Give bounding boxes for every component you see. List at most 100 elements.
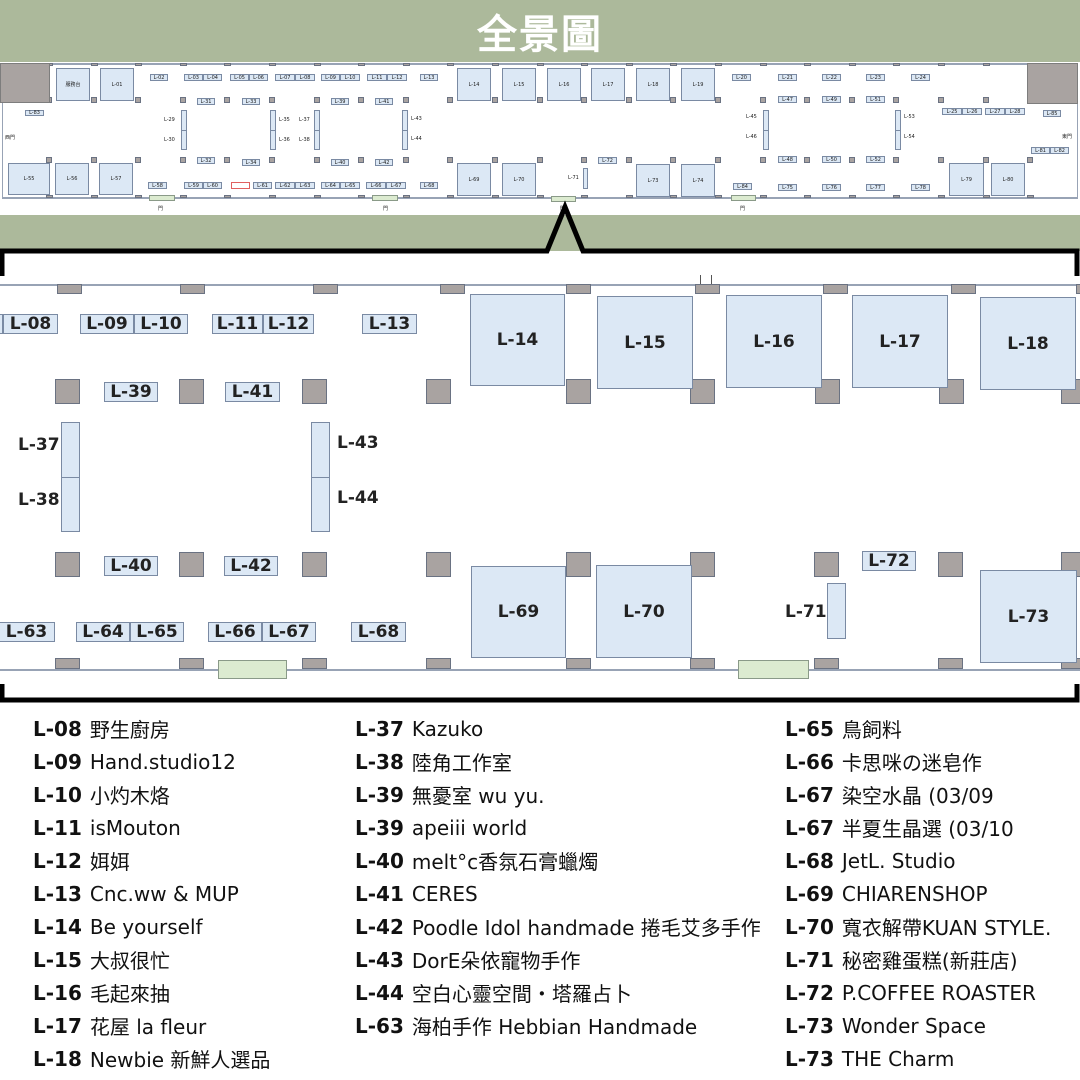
booth-l-78[interactable]: L-78 [911,184,930,191]
booth-l-49[interactable]: L-49 [822,96,841,103]
booth-l-75[interactable]: L-75 [778,184,797,191]
booth-l-71[interactable] [827,583,846,639]
booth-l-69[interactable]: L-69 [457,163,491,196]
booth-l-06[interactable]: L-06 [249,74,268,81]
booth-l-84[interactable]: L-84 [733,183,752,190]
booth-l-15[interactable]: L-15 [597,296,693,389]
booth-l-76[interactable]: L-76 [822,184,841,191]
booth-l-12[interactable]: L-12 [263,314,314,334]
booth-l-52[interactable]: L-52 [866,156,885,163]
booth-l-11[interactable]: L-11 [212,314,263,334]
booth-l-08[interactable]: L-08 [3,314,58,334]
booth-l-24[interactable]: L-24 [911,74,930,81]
booth-vertical-strip[interactable] [311,422,330,532]
booth-l-32[interactable]: L-32 [197,157,215,164]
booth-l-28[interactable]: L-28 [1005,108,1025,115]
booth-l-18[interactable]: L-18 [636,68,670,101]
booth-l-20[interactable]: L-20 [732,74,751,81]
booth-l-50[interactable]: L-50 [822,156,841,163]
booth-l-67[interactable]: L-67 [386,182,406,189]
booth-vertical-strip[interactable] [583,168,588,189]
booth-l-42[interactable]: L-42 [224,556,278,576]
booth-l-22[interactable]: L-22 [822,74,841,81]
booth-l-04[interactable]: L-04 [203,74,222,81]
booth-l-77[interactable]: L-77 [866,184,885,191]
booth-l-18[interactable]: L-18 [980,297,1076,390]
booth-l-07[interactable]: L-07 [275,74,295,81]
booth-l-62[interactable]: L-62 [275,182,295,189]
booth-l-64[interactable]: L-64 [321,182,340,189]
booth-l-21[interactable]: L-21 [778,74,797,81]
booth-l-72[interactable]: L-72 [862,551,916,571]
booth-l-81[interactable]: L-81 [1031,147,1050,154]
booth-l-09[interactable]: L-09 [321,74,340,81]
booth-l-51[interactable]: L-51 [866,96,885,103]
booth-l-57[interactable]: L-57 [99,163,133,195]
booth-l-27[interactable]: L-27 [985,108,1005,115]
booth-l-69[interactable]: L-69 [471,566,566,658]
booth-vertical-strip[interactable] [61,422,80,532]
service-desk[interactable]: 服務台 [56,68,90,101]
booth-l-02[interactable]: L-02 [150,74,168,81]
booth-l-80[interactable]: L-80 [991,163,1025,196]
booth-l-25[interactable]: L-25 [942,108,962,115]
booth-l-68[interactable]: L-68 [420,182,438,189]
booth-l-56[interactable]: L-56 [55,163,89,195]
booth-l-42[interactable]: L-42 [375,159,393,166]
booth-l-55[interactable]: L-55 [8,163,50,195]
booth-l-40[interactable]: L-40 [331,159,349,166]
booth-l-82[interactable]: L-82 [1050,147,1069,154]
booth-l-33[interactable]: L-33 [242,98,260,105]
booth-l-63[interactable]: L-63 [0,622,55,642]
booth-l-70[interactable]: L-70 [596,565,692,658]
booth-l-70[interactable]: L-70 [502,163,536,196]
booth-l-12[interactable]: L-12 [387,74,407,81]
booth-l-08[interactable]: L-08 [295,74,315,81]
booth-l-19[interactable]: L-19 [681,68,715,101]
booth-l-73[interactable]: L-73 [636,164,670,197]
booth-l-48[interactable]: L-48 [778,156,797,163]
booth-l-60[interactable]: L-60 [203,182,222,189]
booth-l-15[interactable]: L-15 [502,68,536,101]
booth-l-34[interactable]: L-34 [242,159,260,166]
booth-l-59[interactable]: L-59 [184,182,203,189]
booth-l-05[interactable]: L-05 [230,74,249,81]
booth-l-03[interactable]: L-03 [184,74,203,81]
booth-l-17[interactable]: L-17 [852,295,948,388]
booth-l-13[interactable]: L-13 [362,314,417,334]
booth-l-16[interactable]: L-16 [547,68,581,101]
booth-l-16[interactable]: L-16 [726,295,822,388]
booth-l-01[interactable]: L-01 [100,68,134,101]
booth-l-61[interactable]: L-61 [253,182,272,189]
booth-l-14[interactable]: L-14 [470,294,565,386]
booth-l-83[interactable]: L-83 [25,110,44,116]
booth-l-41[interactable]: L-41 [225,382,280,402]
booth-l-72[interactable]: L-72 [598,157,617,164]
booth-l-23[interactable]: L-23 [866,74,885,81]
booth-l-58[interactable]: L-58 [148,182,167,189]
booth-l-66[interactable]: L-66 [366,182,386,189]
booth-l-11[interactable]: L-11 [367,74,387,81]
booth-l-68[interactable]: L-68 [351,622,406,642]
booth-l-47[interactable]: L-47 [778,96,797,103]
booth-l-31[interactable]: L-31 [197,98,215,105]
booth-l-17[interactable]: L-17 [591,68,625,101]
booth-l-79[interactable]: L-79 [949,163,984,196]
booth-l-64[interactable]: L-64 [76,622,130,642]
booth-l-66[interactable]: L-66 [208,622,262,642]
booth-l-40[interactable]: L-40 [104,556,158,576]
booth-l-26[interactable]: L-26 [962,108,982,115]
booth-l-39[interactable]: L-39 [104,382,158,402]
booth-l-41[interactable]: L-41 [375,98,393,105]
booth-l-74[interactable]: L-74 [681,164,715,197]
booth-l-65[interactable]: L-65 [340,182,360,189]
booth-l-63[interactable]: L-63 [295,182,315,189]
booth-l-10[interactable]: L-10 [134,314,188,334]
booth-l-73[interactable]: L-73 [980,570,1077,663]
booth-l-14[interactable]: L-14 [457,68,491,101]
booth-partial[interactable] [0,314,3,334]
booth-l-13[interactable]: L-13 [420,74,438,81]
booth-l-67[interactable]: L-67 [262,622,316,642]
booth-l-10[interactable]: L-10 [340,74,360,81]
booth-l-85[interactable]: L-85 [1043,110,1061,117]
